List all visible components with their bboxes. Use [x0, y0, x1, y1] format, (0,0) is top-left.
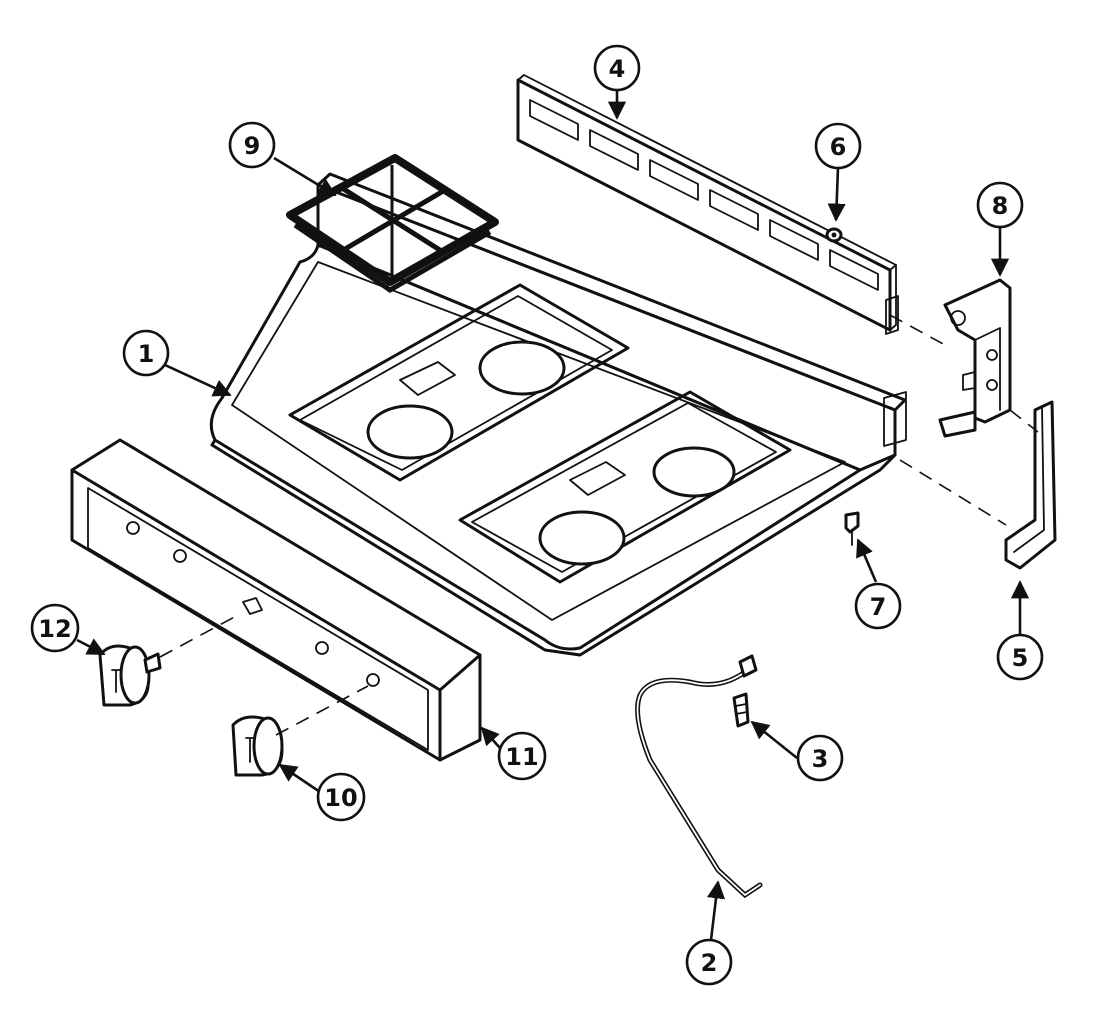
callout-10: 10 — [316, 772, 366, 822]
callout-6-label: 6 — [830, 133, 847, 161]
callout-7: 7 — [854, 582, 902, 630]
callout-6: 6 — [814, 122, 862, 170]
callout-2: 2 — [685, 938, 733, 986]
callout-12-label: 12 — [38, 615, 71, 643]
callout-8-label: 8 — [992, 192, 1009, 220]
backguard-vent-strip — [516, 74, 897, 332]
callout-4-label: 4 — [609, 55, 626, 83]
callout-7-label: 7 — [870, 593, 887, 621]
callout-3: 3 — [796, 734, 844, 782]
control-knob-lower — [231, 715, 284, 777]
side-end-trim — [1004, 400, 1057, 570]
callout-9: 9 — [228, 121, 276, 169]
callout-9-label: 9 — [244, 132, 261, 160]
callout-8: 8 — [976, 181, 1024, 229]
callout-2-label: 2 — [701, 949, 718, 977]
callout-11-label: 11 — [505, 743, 538, 771]
callout-3-label: 3 — [812, 745, 829, 773]
control-panel — [70, 438, 482, 762]
callout-5: 5 — [996, 633, 1044, 681]
callout-1: 1 — [122, 329, 170, 377]
side-mounting-bracket — [938, 278, 1012, 438]
callout-10-label: 10 — [324, 784, 357, 812]
clip-part-7 — [844, 511, 860, 546]
burner-grate — [286, 154, 499, 293]
callout-11: 11 — [497, 731, 547, 781]
screw-part-6 — [825, 227, 843, 243]
callout-5-label: 5 — [1012, 644, 1029, 672]
callout-leaders — [76, 90, 1030, 941]
ignition-wire-part-2 — [635, 654, 763, 899]
callout-12: 12 — [30, 603, 80, 653]
control-knob-upper — [98, 644, 162, 707]
callout-1-label: 1 — [138, 340, 155, 368]
screw-part-3 — [732, 692, 750, 728]
assembly-lines — [159, 314, 1039, 736]
callout-4: 4 — [593, 44, 641, 92]
